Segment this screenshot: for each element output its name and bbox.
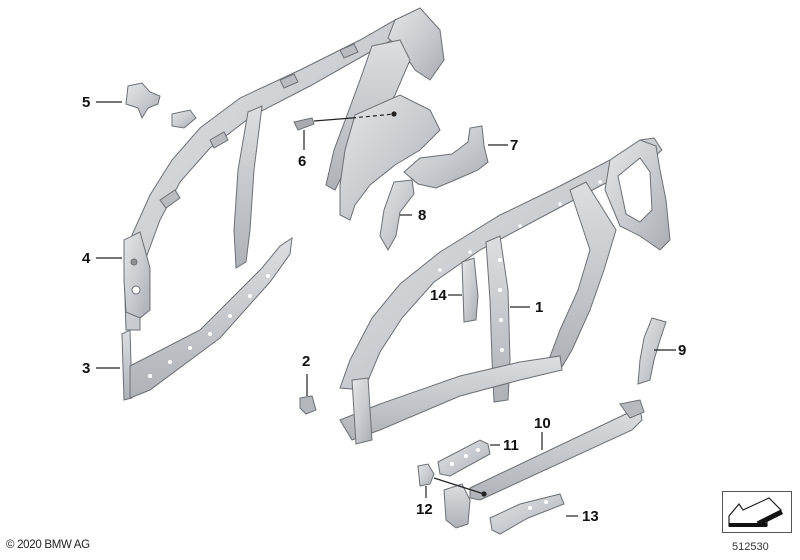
leader-lines xyxy=(96,101,676,517)
part-10-sill-reinforcement[interactable] xyxy=(469,399,645,501)
callout-3: 3 xyxy=(82,360,91,377)
callout-12: 12 xyxy=(416,501,433,518)
reference-number: 512530 xyxy=(732,541,769,553)
callout-1: 1 xyxy=(535,299,544,316)
part-8-wheel-arch-reinforcement[interactable] xyxy=(379,179,415,252)
part-4-a-pillar-lower[interactable] xyxy=(123,231,151,319)
part-5-roof-rail-bracket[interactable] xyxy=(125,82,197,129)
callout-11: 11 xyxy=(503,437,519,454)
part-11-sill-bulkhead[interactable] xyxy=(437,439,491,477)
callout-9: 9 xyxy=(678,342,687,359)
callout-14: 14 xyxy=(430,287,447,304)
part-1-side-frame-outer[interactable] xyxy=(339,137,671,445)
part-3-sill-inner-left[interactable] xyxy=(121,236,293,401)
back-navigation-button[interactable] xyxy=(722,491,792,533)
callout-8: 8 xyxy=(418,207,427,224)
callout-13: 13 xyxy=(582,508,599,525)
part-12-sill-end-plate[interactable] xyxy=(417,463,471,529)
part-9-wheel-arch-trim[interactable] xyxy=(637,317,667,385)
left-side-frame-part[interactable] xyxy=(123,7,445,331)
callout-10: 10 xyxy=(534,415,551,432)
part-7-rear-wheelhouse-bracket[interactable] xyxy=(403,125,489,189)
callout-5: 5 xyxy=(82,94,91,111)
callout-6: 6 xyxy=(298,153,307,170)
callout-2: 2 xyxy=(302,353,311,370)
part-6-small-plate[interactable] xyxy=(293,117,315,131)
part-13-sill-support-bracket[interactable] xyxy=(489,493,565,535)
callout-7: 7 xyxy=(510,137,519,154)
part-2-small-bracket[interactable] xyxy=(299,395,317,415)
copyright-text: © 2020 BMW AG xyxy=(6,539,90,551)
arrow-back-icon xyxy=(728,497,783,527)
part-14-b-pillar-reinforcement[interactable] xyxy=(461,257,479,323)
callout-4: 4 xyxy=(82,250,91,267)
